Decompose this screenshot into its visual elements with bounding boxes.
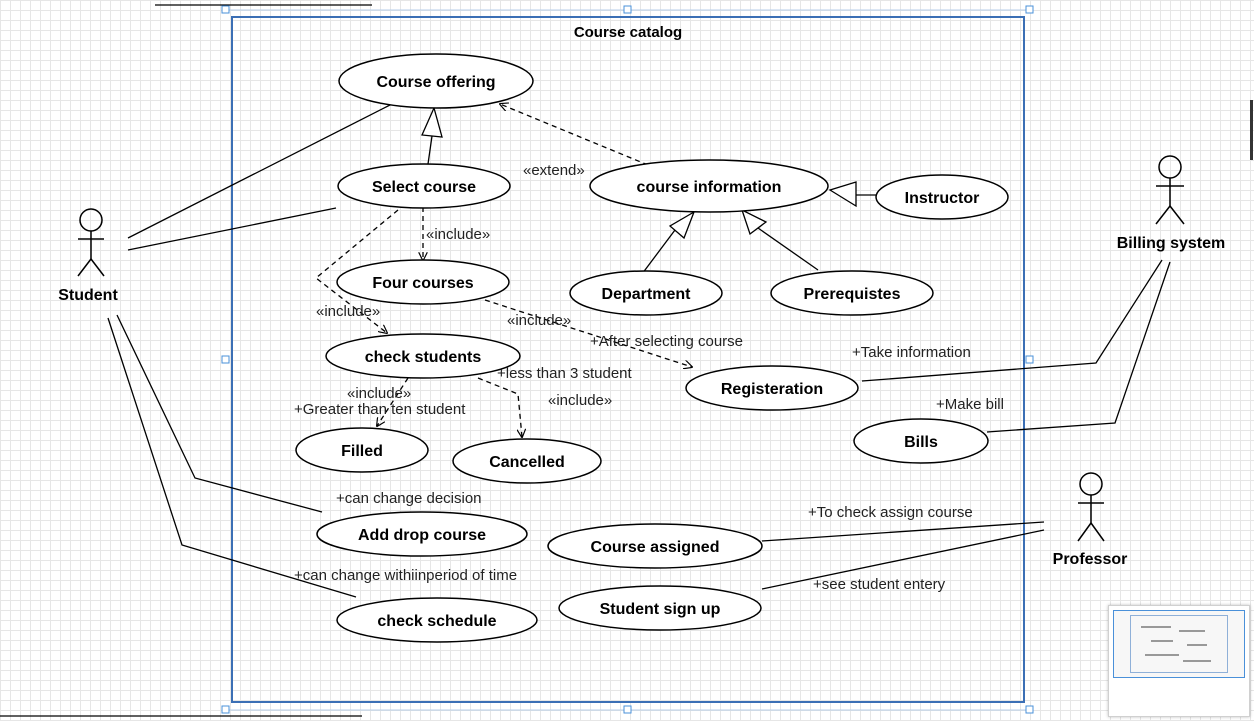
use-case-label: Cancelled	[489, 454, 565, 471]
actor-label: Student	[58, 287, 118, 304]
use-case-label: Bills	[904, 434, 938, 451]
assoc-student-add-drop[interactable]	[116, 314, 323, 513]
use-case-label: Course offering	[376, 74, 495, 91]
assoc-professor-course-assigned[interactable]	[761, 521, 1045, 542]
generalization-department-info[interactable]	[641, 225, 679, 275]
use-case-four-courses[interactable]: Four courses	[336, 259, 510, 305]
minimap-thumbnail	[1130, 615, 1228, 673]
resize-handle[interactable]	[221, 5, 230, 14]
resize-handle[interactable]	[221, 355, 230, 364]
use-case-label: Four courses	[372, 275, 473, 292]
generalization-arrowhead	[828, 181, 857, 208]
use-case-course-information[interactable]: course information	[589, 159, 829, 213]
stick-figure-icon	[1155, 155, 1185, 225]
association-label: +can change decision	[336, 490, 482, 507]
include-check-filled[interactable]	[377, 377, 409, 426]
use-case-label: Prerequistes	[804, 286, 901, 303]
generalization-select-offering[interactable]	[427, 135, 433, 165]
include-label: «include»	[426, 226, 490, 243]
stick-figure-icon	[1077, 472, 1105, 542]
use-case-check-schedule[interactable]: check schedule	[336, 597, 538, 643]
generalization-arrowhead	[740, 208, 768, 236]
minimap-viewport[interactable]	[1113, 610, 1245, 678]
system-boundary[interactable]	[231, 16, 1025, 703]
generalization-prereq-info[interactable]	[757, 227, 819, 271]
association-label: +To check assign course	[808, 504, 973, 521]
association-label: +Make bill	[936, 396, 1004, 413]
system-title: Course catalog	[574, 24, 682, 41]
stick-figure-icon	[77, 208, 105, 277]
actor-student[interactable]: Student	[58, 208, 118, 304]
use-case-instructor[interactable]: Instructor	[875, 174, 1009, 220]
use-case-course-offering[interactable]: Course offering	[338, 53, 534, 109]
extend-label: «extend»	[523, 162, 585, 179]
resize-handle[interactable]	[1025, 5, 1034, 14]
actor-label: Billing system	[1117, 235, 1225, 252]
condition-label: +After selecting course	[590, 333, 743, 350]
use-case-label: Add drop course	[358, 527, 486, 544]
resize-handle[interactable]	[623, 5, 632, 14]
use-case-cancelled[interactable]: Cancelled	[452, 438, 602, 484]
extend-connector[interactable]	[500, 104, 649, 166]
include-label: «include»	[316, 303, 380, 320]
use-case-label: Course assigned	[591, 539, 720, 556]
include-label: «include»	[347, 385, 411, 402]
generalization-arrowhead	[668, 210, 696, 240]
include-label: «include»	[548, 392, 612, 409]
resize-handle[interactable]	[221, 705, 230, 714]
use-case-label: Registeration	[721, 381, 823, 398]
condition-label: +less than 3 student	[497, 365, 633, 382]
condition-label: +Greater than ten student	[294, 401, 466, 418]
use-case-label: Select course	[372, 179, 476, 196]
use-case-label: Instructor	[905, 190, 980, 207]
actor-professor[interactable]: Professor	[1053, 472, 1128, 568]
minimap-panel[interactable]	[1108, 605, 1250, 717]
association-label: +Take information	[852, 344, 971, 361]
use-case-prerequistes[interactable]: Prerequistes	[770, 270, 934, 316]
assoc-professor-student-signup[interactable]	[761, 529, 1045, 590]
use-case-label: check schedule	[377, 613, 496, 630]
actor-label: Professor	[1053, 551, 1128, 568]
assoc-billing-bills[interactable]	[986, 261, 1171, 433]
use-case-student-sign-up[interactable]: Student sign up	[558, 585, 762, 631]
use-case-select-course[interactable]: Select course	[337, 163, 511, 209]
use-case-registeration[interactable]: Registeration	[685, 365, 859, 411]
association-label: +can change withiinperiod of time	[294, 567, 517, 584]
use-case-check-students[interactable]: check students	[325, 333, 521, 379]
use-case-bills[interactable]: Bills	[853, 418, 989, 464]
resize-handle[interactable]	[1025, 705, 1034, 714]
resize-handle[interactable]	[1025, 355, 1034, 364]
assoc-student-select-course[interactable]	[127, 207, 337, 251]
include-label: «include»	[507, 312, 571, 329]
use-case-label: course information	[637, 179, 782, 196]
use-case-label: check students	[365, 349, 482, 366]
use-case-filled[interactable]: Filled	[295, 427, 429, 473]
use-case-course-assigned[interactable]: Course assigned	[547, 523, 763, 569]
use-case-add-drop-course[interactable]: Add drop course	[316, 511, 528, 557]
use-case-label: Student sign up	[600, 601, 721, 618]
assoc-student-course-offering[interactable]	[127, 103, 393, 239]
include-check-cancelled[interactable]	[477, 377, 522, 437]
actor-billing-system[interactable]: Billing system	[1117, 155, 1225, 252]
use-case-label: Filled	[341, 443, 383, 460]
include-four-registeration[interactable]	[484, 299, 692, 367]
use-case-label: Department	[602, 286, 692, 303]
association-label: +see student entery	[813, 576, 946, 593]
generalization-arrowhead	[421, 106, 443, 138]
use-case-department[interactable]: Department	[569, 270, 723, 316]
scrollbar-thumb[interactable]	[1250, 100, 1253, 160]
include-select-check[interactable]	[314, 209, 399, 333]
assoc-billing-registeration[interactable]	[861, 259, 1163, 382]
assoc-student-check-schedule[interactable]	[107, 317, 357, 598]
resize-handle[interactable]	[623, 705, 632, 714]
